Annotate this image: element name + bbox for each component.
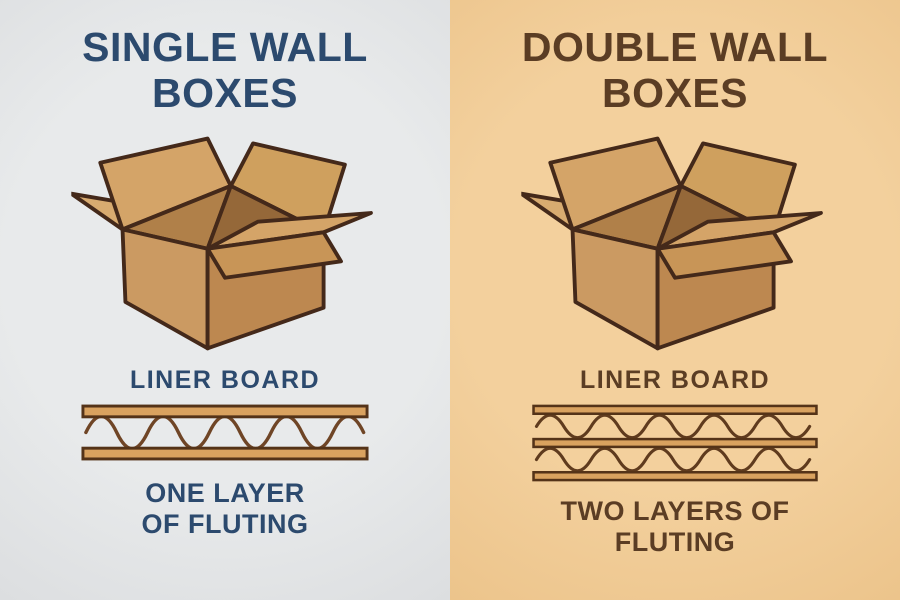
caption-line-1: TWO LAYERS OF	[560, 496, 790, 526]
title-line-2: BOXES	[151, 70, 299, 116]
single-wall-title: SINGLE WALL BOXES	[82, 24, 368, 116]
single-wall-panel: SINGLE WALL BOXES LINER BOARD ONE LAYER …	[0, 0, 450, 600]
caption-line-1: ONE LAYER	[145, 478, 305, 508]
title-line-2: BOXES	[601, 70, 749, 116]
corrugated-double-wall-diagram	[530, 403, 820, 483]
liner-board-label: LINER BOARD	[579, 366, 771, 394]
title-line-1: SINGLE WALL	[82, 24, 368, 70]
double-wall-caption: TWO LAYERS OF FLUTING	[560, 496, 789, 558]
double-wall-title: DOUBLE WALL BOXES	[522, 24, 828, 116]
double-wall-panel: DOUBLE WALL BOXES LINER BOARD TWO LAYERS…	[450, 0, 900, 600]
double-wall-box-illustration	[521, 126, 829, 358]
single-wall-caption: ONE LAYER OF FLUTING	[142, 478, 309, 540]
caption-line-2: FLUTING	[614, 527, 736, 557]
single-wall-box-illustration	[71, 126, 379, 358]
corrugated-single-wall-diagram	[80, 403, 370, 462]
caption-line-2: OF FLUTING	[141, 509, 309, 539]
title-line-1: DOUBLE WALL	[521, 24, 829, 70]
liner-board-label: LINER BOARD	[129, 366, 321, 394]
